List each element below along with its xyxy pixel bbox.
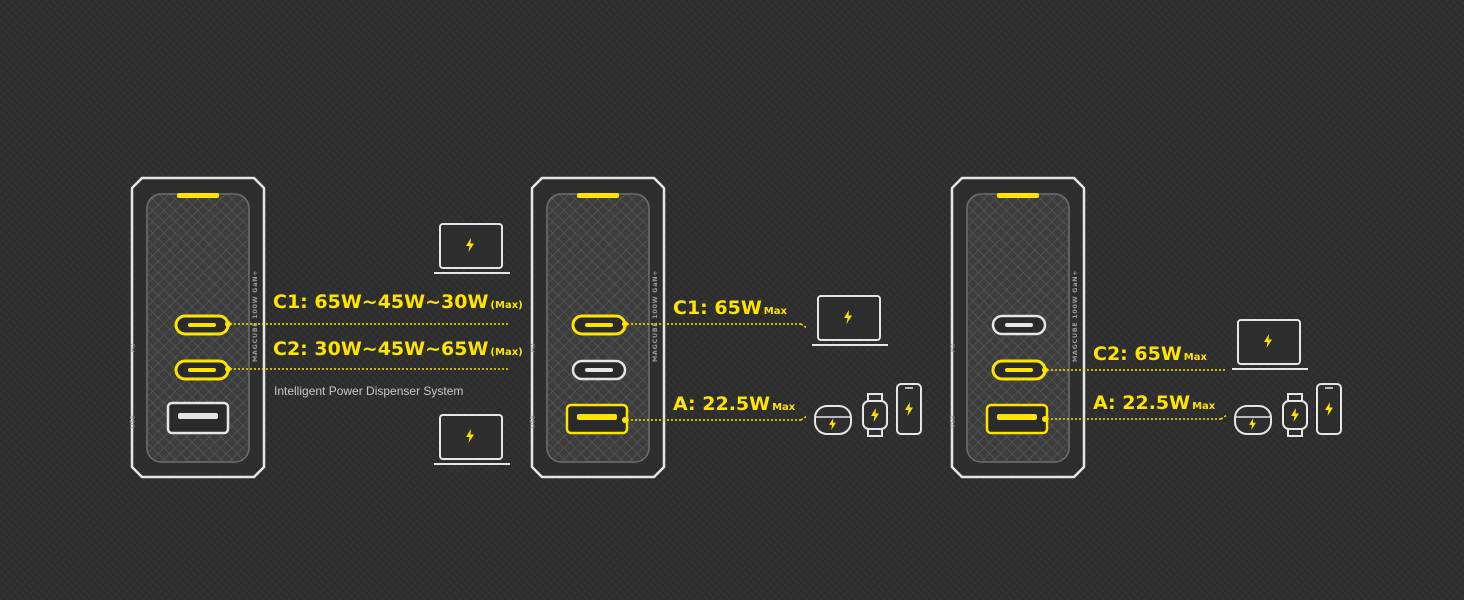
usb-label: USB (949, 414, 957, 429)
usb-c2-port (571, 359, 627, 381)
smartphone-icon (1316, 383, 1342, 435)
charger-3: PD USB MAGCUBE 100W GaN+ (949, 176, 1086, 479)
usb-a-port (985, 403, 1049, 435)
scenario1-c2-suffix: (Max) (490, 347, 523, 358)
connector-lines-2 (622, 321, 808, 423)
scenario2-c1-suffix: Max (763, 306, 787, 317)
scenario2-a-suffix: Max (772, 402, 796, 413)
scenario1-c2-label: C2: 30W~45W~65W(Max) (273, 338, 523, 360)
scenario1-c1-value: C1: 65W~45W~30W (273, 291, 489, 313)
laptop-icon (812, 295, 888, 346)
earbuds-case-icon (1234, 405, 1272, 435)
scenario2-c1-value: C1: 65W (673, 297, 762, 319)
charger-1: PD USB MAGCUBE 100W GaN+ (129, 176, 266, 479)
scenario2-a-value: A: 22.5W (673, 393, 771, 415)
scenario3-c2-suffix: Max (1183, 352, 1207, 363)
usb-c2-port (991, 359, 1047, 381)
smartwatch-icon (1282, 393, 1308, 437)
brand-label: MAGCUBE 100W GaN+ (1071, 269, 1080, 363)
scenario1-caption: Intelligent Power Dispenser System (274, 384, 464, 398)
usb-label: USB (129, 414, 137, 429)
smartwatch-icon (862, 393, 888, 437)
pd-label: PD (950, 342, 958, 353)
usb-c1-port (571, 314, 627, 336)
usb-a-port (565, 403, 629, 435)
usb-c2-port (174, 359, 230, 381)
pd-label: PD (130, 342, 138, 353)
scenario3-a-suffix: Max (1192, 401, 1216, 412)
scenario1-c1-suffix: (Max) (490, 300, 523, 311)
scenario1-c2-value: C2: 30W~45W~65W (273, 338, 489, 360)
laptop-icon (434, 414, 510, 465)
scenario3-a-value: A: 22.5W (1093, 392, 1191, 414)
scenario1-c1-label: C1: 65W~45W~30W(Max) (273, 291, 523, 313)
laptop-icon (434, 223, 510, 274)
pd-label: PD (530, 342, 538, 353)
usb-c1-port (174, 314, 230, 336)
earbuds-case-icon (814, 405, 852, 435)
laptop-icon (1232, 319, 1308, 370)
smartphone-icon (896, 383, 922, 435)
connector-lines-3 (1042, 367, 1228, 422)
scenario3-c2-value: C2: 65W (1093, 343, 1182, 365)
usb-a-port (166, 401, 230, 435)
usb-c1-port (991, 314, 1047, 336)
connector-lines-1 (225, 321, 510, 372)
charger-2: PD USB MAGCUBE 100W GaN+ (529, 176, 666, 479)
usb-label: USB (529, 414, 537, 429)
